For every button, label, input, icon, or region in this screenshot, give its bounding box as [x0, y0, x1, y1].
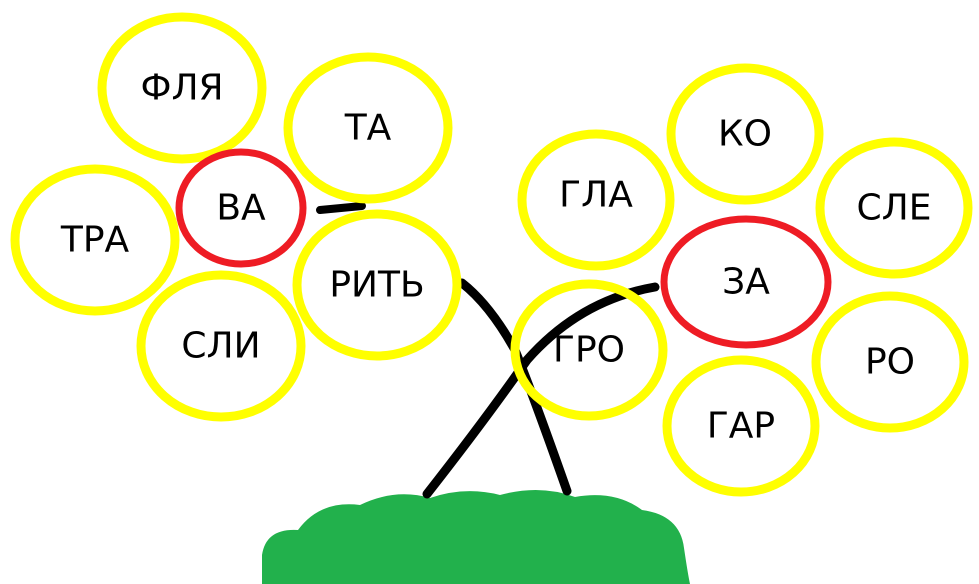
- petal: СЛЕ: [815, 137, 973, 279]
- petal: ГРО: [510, 279, 668, 421]
- petal: ФЛЯ: [97, 12, 267, 164]
- petal-label: ГАР: [707, 406, 775, 447]
- center-label: ВА: [216, 188, 266, 229]
- petal-label: КО: [718, 114, 772, 155]
- stem-top-left: [316, 202, 366, 214]
- petal-label: РИТЬ: [329, 265, 424, 306]
- flower-center: ЗА: [660, 215, 832, 349]
- petal-label: ФЛЯ: [140, 68, 223, 109]
- petal: КО: [666, 63, 824, 205]
- left-flower: ФЛЯ ТА ТРА РИТЬ СЛИ ВА: [10, 12, 462, 422]
- petal: ТРА: [10, 164, 180, 316]
- stem-left-branch: [457, 278, 572, 496]
- stem-right-branch: [422, 282, 660, 499]
- petal: РО: [811, 291, 969, 433]
- petal-label: СЛИ: [181, 326, 260, 367]
- flower-center: ВА: [175, 148, 307, 268]
- grass-bush: [262, 489, 690, 584]
- petal: ТА: [283, 52, 453, 204]
- petal-label: ГЛА: [559, 175, 633, 216]
- petal-label: ГРО: [553, 330, 625, 371]
- petal-label: ТРА: [60, 220, 130, 261]
- petal: РИТЬ: [292, 209, 462, 361]
- petal: ГЛА: [517, 129, 675, 271]
- petal-label: ТА: [344, 108, 392, 149]
- petal-label: РО: [865, 342, 915, 383]
- petal: ГАР: [662, 355, 820, 497]
- right-flower: КО ГЛА СЛЕ ГРО РО ГАР: [510, 63, 973, 497]
- petal-label: СЛЕ: [857, 188, 932, 229]
- petal: СЛИ: [136, 270, 306, 422]
- center-label: ЗА: [722, 262, 770, 303]
